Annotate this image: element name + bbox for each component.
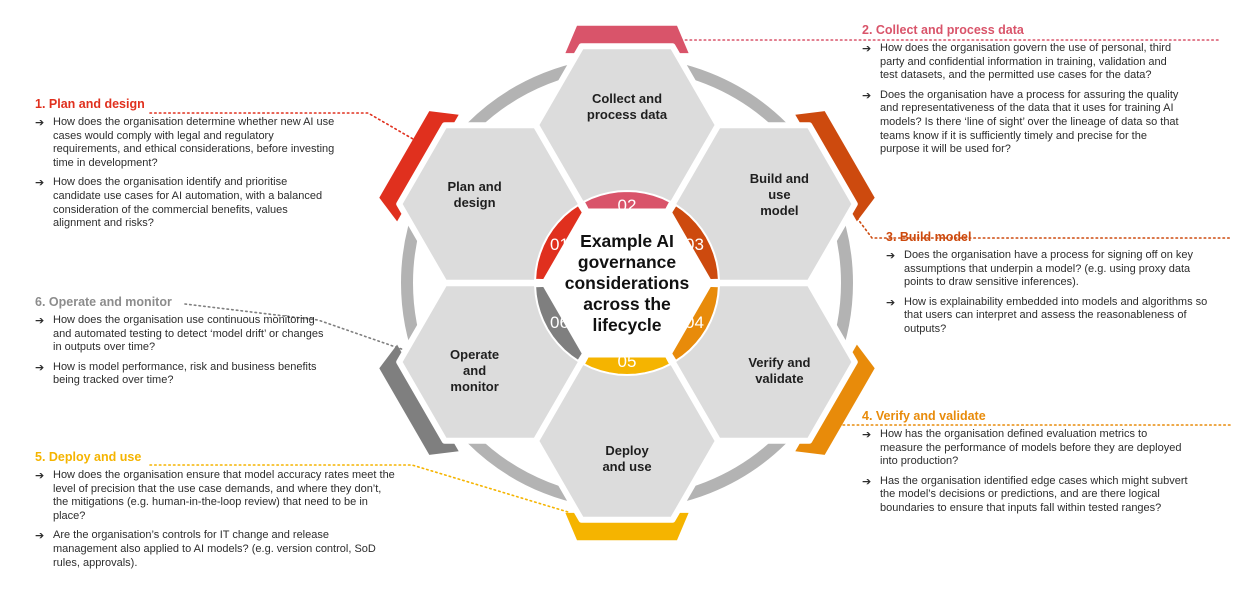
panel-build-model: 3. Build model ➔Does the organisation ha… xyxy=(886,230,1216,343)
question-item: ➔How does the organisation govern the us… xyxy=(862,42,1172,82)
panel-title-plan-and-design: 1. Plan and design xyxy=(35,97,145,111)
arrow-icon: ➔ xyxy=(35,116,45,129)
question-item: ➔Has the organisation identified edge ca… xyxy=(862,474,1188,514)
question-item: ➔How does the organisation ensure that m… xyxy=(35,469,395,522)
question-item: ➔How does the organisation identify and … xyxy=(35,176,323,230)
panel-title-deploy-and-use: 5. Deploy and use xyxy=(35,450,142,464)
leader-line-plan-and-design xyxy=(149,112,433,151)
hexagon-operate-and-monitor xyxy=(396,280,585,444)
arrow-icon: ➔ xyxy=(35,176,45,190)
question-item: ➔Does the organisation have a process fo… xyxy=(862,88,1179,156)
arrow-icon: ➔ xyxy=(862,474,872,488)
panel-plan-and-design: 1. Plan and design ➔How does the organis… xyxy=(35,97,335,237)
panel-deploy-and-use: 5. Deploy and use ➔How does the organisa… xyxy=(35,450,395,576)
leader-line-deploy-and-use xyxy=(149,464,569,513)
panel-collect-and-process-data: 2. Collect and process data ➔How does th… xyxy=(862,23,1182,163)
panel-title-build-model: 3. Build model xyxy=(886,230,972,244)
arrow-icon: ➔ xyxy=(35,469,45,482)
leader-lines xyxy=(149,39,1233,513)
arrow-icon: ➔ xyxy=(35,529,45,543)
panel-operate-and-monitor: 6. Operate and monitor ➔How does the org… xyxy=(35,295,325,394)
leader-line-build-model xyxy=(856,217,1233,239)
question-item: ➔How is model performance, risk and busi… xyxy=(35,360,317,387)
arrow-icon: ➔ xyxy=(862,42,872,55)
arrow-icon: ➔ xyxy=(886,249,896,262)
panel-verify-and-validate: 4. Verify and validate ➔How has the orga… xyxy=(862,409,1192,522)
leader-line-operate-and-monitor xyxy=(184,303,411,353)
question-item: ➔How does the organisation use continuou… xyxy=(35,314,324,354)
arrow-icon: ➔ xyxy=(35,360,45,374)
center-hexagon-shape xyxy=(541,208,713,358)
panel-title-verify-and-validate: 4. Verify and validate xyxy=(862,409,986,423)
panel-title-collect-and-process-data: 2. Collect and process data xyxy=(862,23,1024,37)
question-item: ➔Are the organisation’s controls for IT … xyxy=(35,529,376,569)
arrow-icon: ➔ xyxy=(862,88,872,102)
arrow-icon: ➔ xyxy=(35,314,45,327)
question-item: ➔How does the organisation determine whe… xyxy=(35,116,335,169)
arrow-icon: ➔ xyxy=(862,428,872,441)
question-item: ➔Does the organisation have a process fo… xyxy=(886,249,1194,289)
question-item: ➔How is explainability embedded into mod… xyxy=(886,295,1208,335)
arrow-icon: ➔ xyxy=(886,295,896,309)
question-item: ➔How has the organisation defined evalua… xyxy=(862,428,1182,468)
panel-title-operate-and-monitor: 6. Operate and monitor xyxy=(35,295,172,309)
